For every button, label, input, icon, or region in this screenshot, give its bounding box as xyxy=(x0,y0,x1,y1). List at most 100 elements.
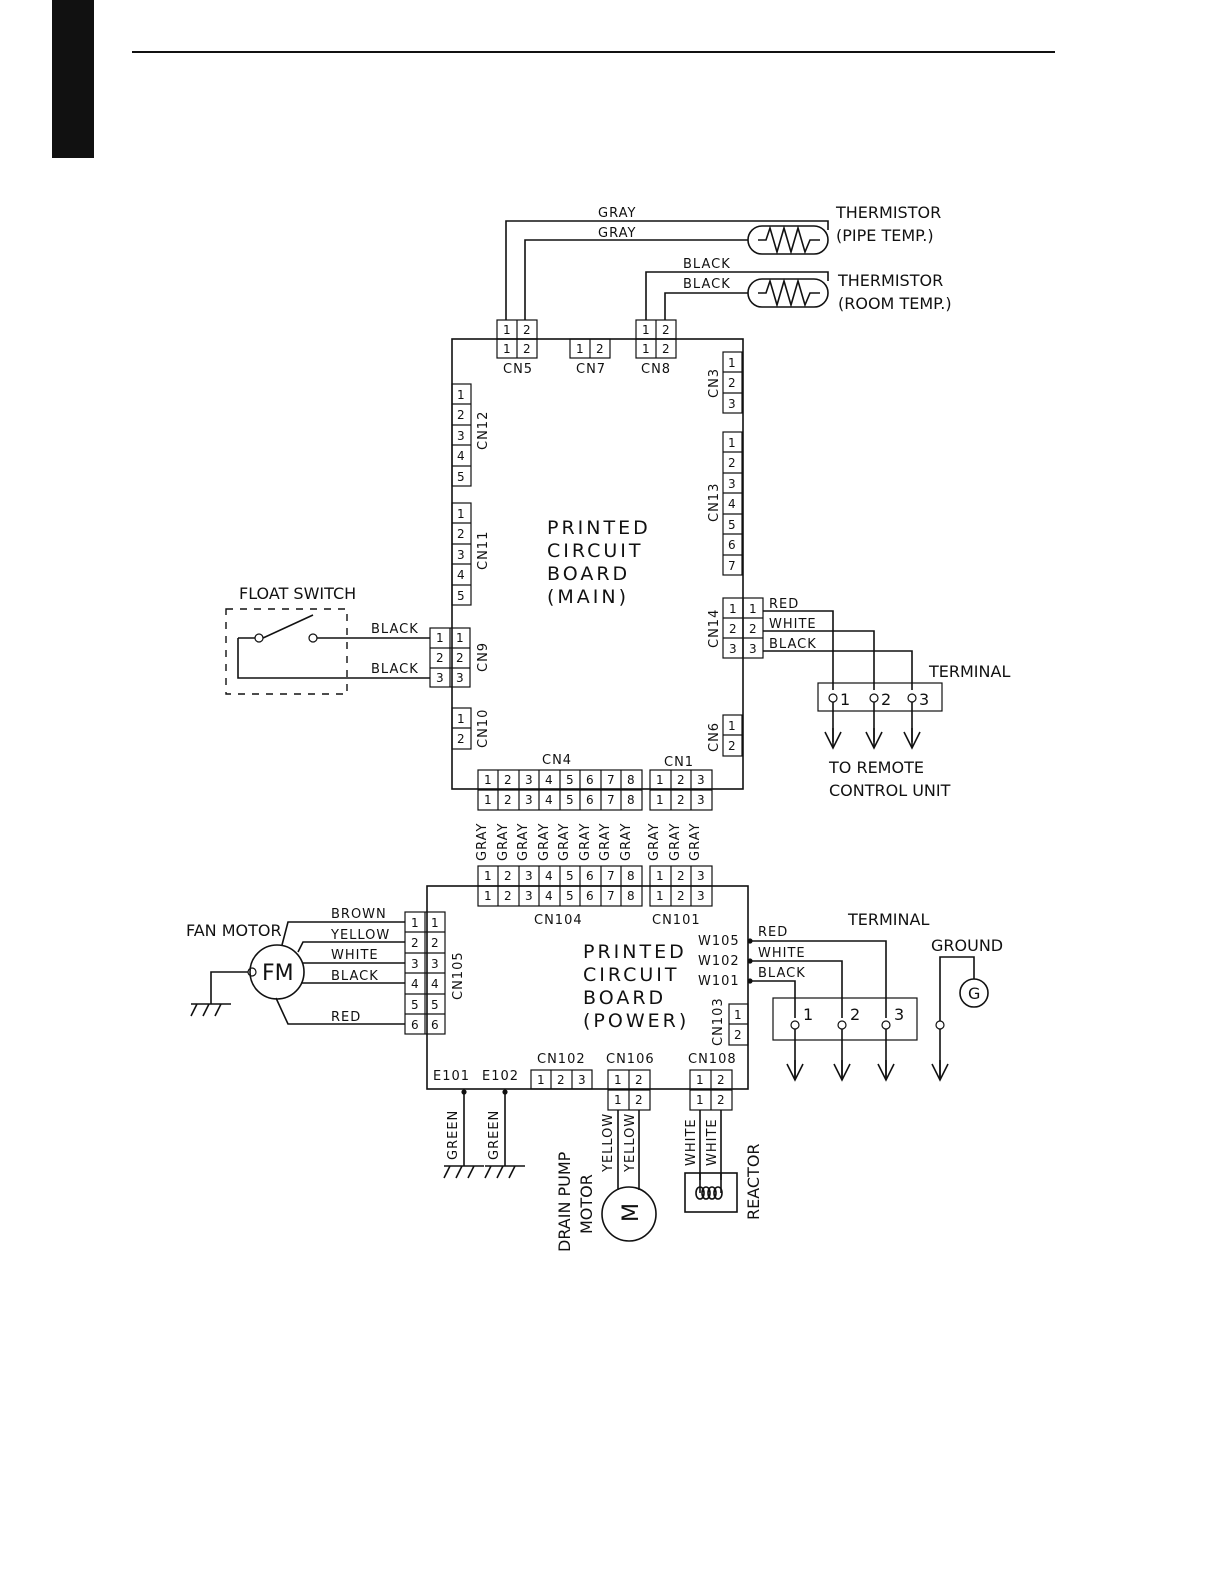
green-wire-1: GREEN xyxy=(446,1110,461,1160)
float-wire-1-label: BLACK xyxy=(371,622,419,637)
cn14-white-wire xyxy=(763,630,875,690)
black-wire-outer xyxy=(645,271,829,320)
svg-text:1: 1 xyxy=(411,916,419,930)
svg-text:6: 6 xyxy=(586,889,594,903)
svg-text:3: 3 xyxy=(456,671,464,685)
svg-text:3: 3 xyxy=(525,773,533,787)
power-wire-black xyxy=(750,980,796,1018)
svg-text:8: 8 xyxy=(627,793,635,807)
fan-wire-white-label: WHITE xyxy=(331,948,379,963)
ground-circle-icon xyxy=(959,978,989,1008)
svg-text:1: 1 xyxy=(749,602,757,616)
svg-text:3: 3 xyxy=(578,1073,586,1087)
pcb-main-title-2: CIRCUIT xyxy=(547,540,644,562)
cn14-black-wire xyxy=(763,650,913,690)
svg-text:4: 4 xyxy=(545,869,553,883)
svg-text:3: 3 xyxy=(697,773,705,787)
fan-wire-red xyxy=(275,997,405,1025)
earth-ground-icon-1 xyxy=(443,1165,485,1179)
svg-text:3: 3 xyxy=(525,889,533,903)
terminal-remote-pin-1: 1 xyxy=(840,690,850,709)
svg-text:8: 8 xyxy=(627,889,635,903)
terminal-power-label: TERMINAL xyxy=(847,910,929,929)
w105-label: W105 xyxy=(698,934,740,949)
cn105-label: CN105 xyxy=(451,951,466,1000)
connector-cn10: 12 CN10 xyxy=(451,707,491,750)
power-arrow-1 xyxy=(786,1059,804,1081)
thermistor-pipe-label: THERMISTOR xyxy=(835,203,941,222)
connector-cn3: 123 CN3 xyxy=(707,351,743,414)
svg-text:3: 3 xyxy=(431,957,439,971)
svg-text:4: 4 xyxy=(728,497,736,511)
ribbon-wire-6: GRAY xyxy=(578,823,593,861)
svg-text:3: 3 xyxy=(728,477,736,491)
terminal-remote-label: TERMINAL xyxy=(928,662,1010,681)
svg-text:1: 1 xyxy=(457,507,465,521)
svg-text:5: 5 xyxy=(566,793,574,807)
svg-text:2: 2 xyxy=(504,793,512,807)
fan-motor-symbol: FM xyxy=(262,961,294,986)
svg-text:1: 1 xyxy=(436,631,444,645)
pcb-power-title-3: BOARD xyxy=(583,987,666,1009)
cn10-label: CN10 xyxy=(476,709,491,748)
svg-text:3: 3 xyxy=(525,869,533,883)
svg-text:7: 7 xyxy=(607,773,615,787)
svg-text:1: 1 xyxy=(656,793,664,807)
drain-wire-1: YELLOW xyxy=(601,1113,616,1173)
float-switch-label: FLOAT SWITCH xyxy=(239,584,356,603)
ground-label: GROUND xyxy=(931,936,1003,955)
svg-text:2: 2 xyxy=(457,408,465,422)
pcb-power-title-4: (POWER) xyxy=(583,1010,689,1032)
cn7-label: CN7 xyxy=(576,362,606,377)
pcb-main-title-4: (MAIN) xyxy=(547,586,629,608)
terminal-power-pin-2: 2 xyxy=(850,1005,860,1024)
fan-ground-icon xyxy=(190,1003,232,1017)
drain-motor-circle xyxy=(601,1186,657,1242)
cn12-label: CN12 xyxy=(476,411,491,450)
reactor-wire-1: WHITE xyxy=(684,1118,699,1166)
header-rule xyxy=(132,51,1055,53)
cn102-label: CN102 xyxy=(537,1052,586,1067)
svg-text:2: 2 xyxy=(457,732,465,746)
pcb-main-title-3: BOARD xyxy=(547,563,630,585)
gray-wire-outer xyxy=(505,220,829,320)
svg-text:2: 2 xyxy=(717,1093,725,1107)
svg-text:1: 1 xyxy=(734,1008,742,1022)
fan-wire-black-label: BLACK xyxy=(331,969,379,984)
svg-text:3: 3 xyxy=(457,548,465,562)
svg-text:2: 2 xyxy=(456,651,464,665)
svg-text:2: 2 xyxy=(504,773,512,787)
reactor-coil-icon xyxy=(695,1186,723,1200)
svg-text:2: 2 xyxy=(411,936,419,950)
svg-text:2: 2 xyxy=(734,1028,742,1042)
ground-symbol-text: G xyxy=(968,984,980,1003)
svg-text:3: 3 xyxy=(697,889,705,903)
remote-arrow-2 xyxy=(865,727,883,749)
svg-text:2: 2 xyxy=(457,527,465,541)
svg-text:3: 3 xyxy=(729,642,737,656)
reactor-wire-2: WHITE xyxy=(705,1118,720,1166)
svg-text:4: 4 xyxy=(545,889,553,903)
cn104-label: CN104 xyxy=(534,913,583,928)
svg-text:1: 1 xyxy=(484,793,492,807)
svg-text:1: 1 xyxy=(484,773,492,787)
svg-text:2: 2 xyxy=(677,793,685,807)
svg-text:3: 3 xyxy=(436,671,444,685)
black-wire-label-2: BLACK xyxy=(683,277,731,292)
drain-pump-label-2: MOTOR xyxy=(577,1174,596,1234)
cn103-label: CN103 xyxy=(711,997,726,1046)
cn1-label: CN1 xyxy=(664,755,694,770)
drain-pump-motor: YELLOW YELLOW M DRAIN PUMP MOTOR xyxy=(555,1110,657,1252)
cn11-label: CN11 xyxy=(476,531,491,570)
svg-text:2: 2 xyxy=(635,1073,643,1087)
e101-label: E101 xyxy=(433,1069,470,1084)
cn14-wire-white-label: WHITE xyxy=(769,617,817,632)
power-arrow-3 xyxy=(877,1059,895,1081)
svg-text:1: 1 xyxy=(728,719,736,733)
svg-text:6: 6 xyxy=(411,1018,419,1032)
